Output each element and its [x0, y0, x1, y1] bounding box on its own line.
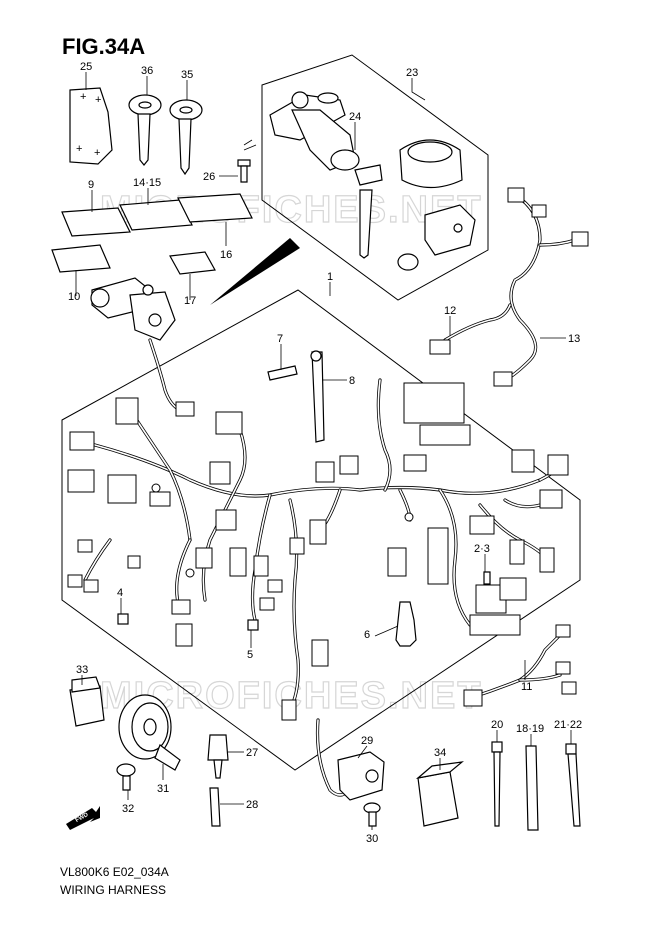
bolt-part-32	[116, 763, 136, 791]
switch-connector	[175, 401, 195, 417]
callout-18-19: 18·19	[516, 723, 544, 735]
callout-24: 24	[349, 111, 361, 123]
screw-part-26	[237, 159, 251, 183]
pad-part-17	[169, 251, 216, 275]
lock-cap-part-23	[399, 139, 476, 256]
horn-part-31	[118, 694, 181, 771]
callout-35: 35	[181, 69, 193, 81]
band-part-21-22	[565, 743, 581, 827]
callout-34: 34	[434, 747, 446, 759]
callout-32: 32	[122, 803, 134, 815]
sub-harness-11-connector-b	[555, 624, 571, 638]
pad-part-9	[61, 207, 131, 237]
svg-text:+: +	[95, 94, 101, 106]
callout-7: 7	[277, 333, 283, 345]
callout-2-3: 2·3	[474, 543, 490, 555]
callout-36: 36	[141, 65, 153, 77]
sensor-part-29	[337, 751, 385, 801]
switch-assembly	[90, 277, 176, 341]
direction-wedge	[210, 238, 300, 305]
pad-part-10	[51, 244, 111, 273]
figure-name: WIRING HARNESS	[60, 883, 167, 897]
part-4	[117, 613, 129, 625]
screw-26-hatch	[243, 139, 257, 151]
band-part-20	[491, 741, 503, 827]
key-part-35	[169, 99, 203, 176]
callout-21-22: 21·22	[554, 719, 582, 731]
callout-23: 23	[406, 67, 418, 79]
forward-arrow-icon: FWD	[66, 806, 100, 830]
part-2-3	[483, 571, 491, 585]
harness-connectors	[67, 382, 569, 721]
callout-11: 11	[521, 681, 532, 693]
band-part-8	[311, 351, 325, 443]
switch-wire	[148, 338, 182, 412]
callout-6: 6	[364, 629, 370, 641]
svg-text:+: +	[80, 91, 86, 103]
callout-30: 30	[366, 833, 378, 845]
screw-part-30	[363, 802, 381, 827]
callout-26: 26	[203, 171, 215, 183]
svg-text:+: +	[76, 143, 82, 155]
callout-27: 27	[246, 747, 258, 759]
relay-part-34	[415, 761, 464, 827]
harness-13-connector-d	[493, 371, 513, 387]
pad-part-14-15	[119, 199, 193, 231]
figure-title: FIG.34A	[62, 34, 146, 59]
band-part-18-19	[525, 745, 539, 831]
callout-20: 20	[491, 719, 503, 731]
callout-1: 1	[327, 271, 333, 283]
band-part-28	[209, 787, 221, 827]
sub-harness-11-connector-c	[555, 661, 571, 675]
callout-14-15: 14·15	[133, 177, 161, 189]
key-part-36	[128, 94, 162, 166]
callout-31: 31	[157, 783, 169, 795]
callout-17: 17	[184, 295, 196, 307]
pad-part-16	[177, 193, 253, 223]
leader-lines	[75, 72, 572, 830]
callout-10: 10	[68, 291, 80, 303]
callout-28: 28	[246, 799, 258, 811]
part-5	[247, 619, 259, 631]
figure-code: VL800K6 E02_034A	[60, 865, 169, 879]
main-harness-group-frame	[61, 289, 581, 771]
callout-13: 13	[568, 333, 580, 345]
clamp-part-7	[267, 365, 298, 381]
callout-9: 9	[88, 179, 94, 191]
lock-set-group-frame	[261, 54, 489, 301]
ignition-switch-part-24	[269, 91, 419, 271]
part-6	[395, 601, 417, 647]
callout-4: 4	[117, 587, 123, 599]
harness-13-connector-b	[531, 204, 547, 218]
switch-part-27	[207, 734, 229, 779]
callout-12: 12	[444, 305, 456, 317]
harness-13-connector-a	[507, 187, 525, 203]
callout-33: 33	[76, 664, 88, 676]
plate-part-25: + + + +	[69, 87, 113, 165]
sub-harness-11-connector-a	[463, 689, 483, 707]
svg-text:+: +	[94, 147, 100, 159]
harness-13-connector-c	[571, 231, 589, 247]
callout-29: 29	[361, 735, 373, 747]
callout-16: 16	[220, 249, 232, 261]
relay-part-33	[69, 676, 105, 727]
callout-5: 5	[247, 649, 253, 661]
harness-12-connector	[429, 339, 451, 355]
callout-25: 25	[80, 61, 92, 73]
sub-harness-11-wire	[468, 628, 567, 700]
callout-8: 8	[349, 375, 355, 387]
sub-harness-11-connector-d	[561, 681, 577, 695]
